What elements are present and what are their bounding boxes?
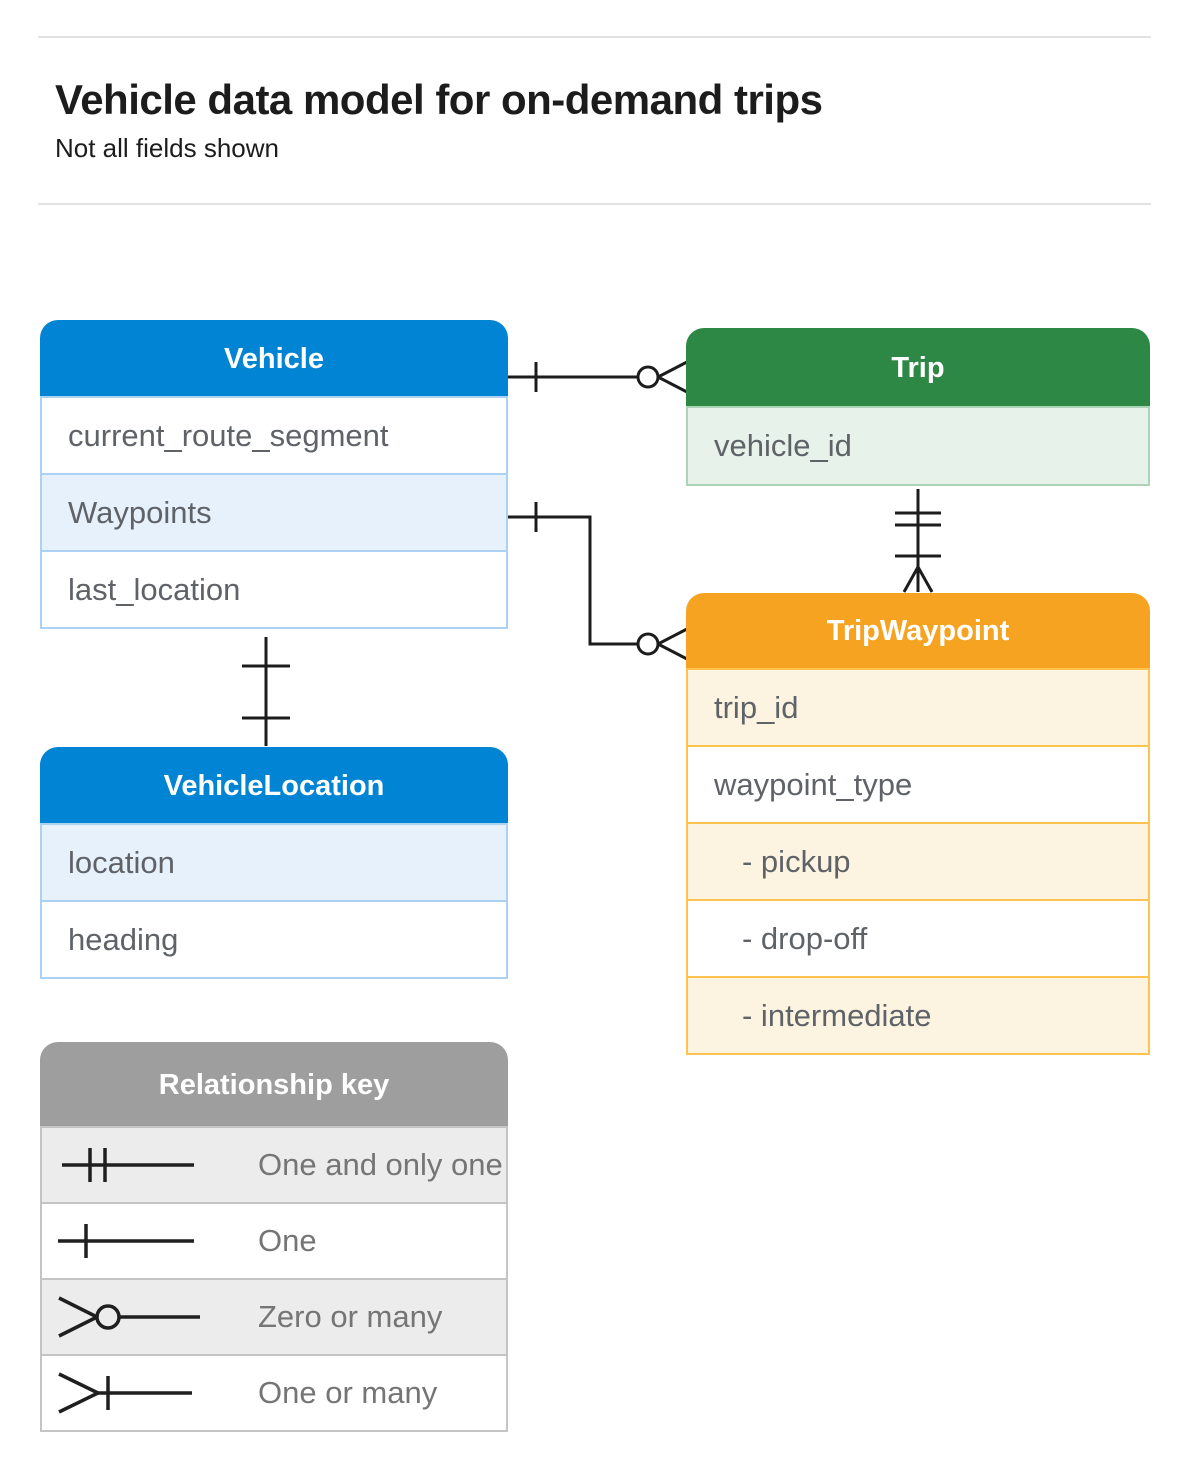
many-crowfoot [902, 566, 934, 593]
entity-tripwaypoint: TripWaypoint trip_id waypoint_type - pic… [686, 593, 1150, 1055]
connector-line [508, 515, 638, 646]
connector-vehicle-trip [508, 360, 688, 394]
field-trip-id: trip_id [686, 668, 1150, 747]
connector-vehicle-vehiclelocation [242, 637, 290, 746]
many-crowfoot [657, 627, 688, 661]
entity-tripwaypoint-title: TripWaypoint [686, 593, 1150, 670]
entity-vehiclelocation: VehicleLocation location heading [40, 747, 508, 979]
one-or-many-icon [58, 1372, 192, 1414]
legend-label: One and only one [258, 1147, 503, 1182]
field-vehicle-id: vehicle_id [686, 406, 1150, 486]
legend-label: One or many [258, 1375, 438, 1410]
legend-row-one-and-only-one: One and only one [40, 1126, 508, 1204]
page-subtitle: Not all fields shown [55, 133, 279, 163]
one-icon [58, 1224, 194, 1258]
page-title: Vehicle data model for on-demand trips [55, 76, 823, 123]
field-waypoint-type-dropoff: - drop-off [686, 899, 1150, 978]
zero-or-many-icon [58, 1296, 200, 1338]
entity-trip-title: Trip [686, 328, 1150, 408]
connector-waypoints-tripwaypoint [508, 502, 688, 661]
field-heading: heading [40, 900, 508, 979]
one-and-only-one-icon [62, 1148, 194, 1182]
legend-row-one-or-many: One or many [40, 1354, 508, 1432]
legend-row-one: One [40, 1202, 508, 1280]
subtitle-divider [38, 203, 1151, 205]
field-waypoint-type: waypoint_type [686, 745, 1150, 824]
top-divider [38, 36, 1151, 38]
relationship-key-title: Relationship key [40, 1042, 508, 1128]
relationship-key: Relationship key One and only one One [40, 1042, 508, 1432]
legend-label: One [258, 1223, 317, 1258]
legend-row-zero-or-many: Zero or many [40, 1278, 508, 1356]
field-waypoints: Waypoints [40, 473, 508, 552]
entity-vehiclelocation-title: VehicleLocation [40, 747, 508, 825]
connector-trip-tripwaypoint [895, 489, 941, 593]
field-current-route-segment: current_route_segment [40, 396, 508, 475]
field-waypoint-type-pickup: - pickup [686, 822, 1150, 901]
entity-trip: Trip vehicle_id [686, 328, 1150, 486]
zero-circle [636, 365, 660, 389]
legend-label: Zero or many [258, 1299, 443, 1334]
field-location: location [40, 823, 508, 902]
entity-vehicle: Vehicle current_route_segment Waypoints … [40, 320, 508, 629]
entity-vehicle-title: Vehicle [40, 320, 508, 398]
many-crowfoot [657, 360, 688, 394]
zero-circle [636, 632, 660, 656]
field-waypoint-type-intermediate: - intermediate [686, 976, 1150, 1055]
field-last-location: last_location [40, 550, 508, 629]
